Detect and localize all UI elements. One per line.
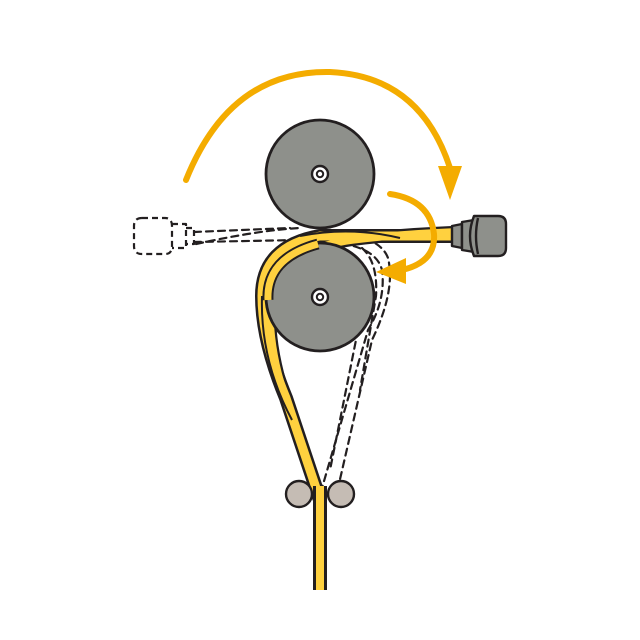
guide-rollers [284, 479, 356, 509]
end-clamp [450, 214, 508, 258]
guide-roller-left [284, 479, 314, 509]
outer-arrow-head [438, 166, 462, 200]
lower-roller [264, 241, 376, 353]
inner-arrow-head [376, 258, 406, 284]
inner-rotation-arrow [376, 191, 438, 284]
outer-rotation-arrow [183, 68, 462, 200]
ghost-clamp [132, 216, 196, 256]
upper-roller [264, 118, 376, 230]
tape-feed [313, 486, 327, 590]
guide-roller-right [326, 479, 356, 509]
tape-wrap-front [262, 238, 320, 301]
